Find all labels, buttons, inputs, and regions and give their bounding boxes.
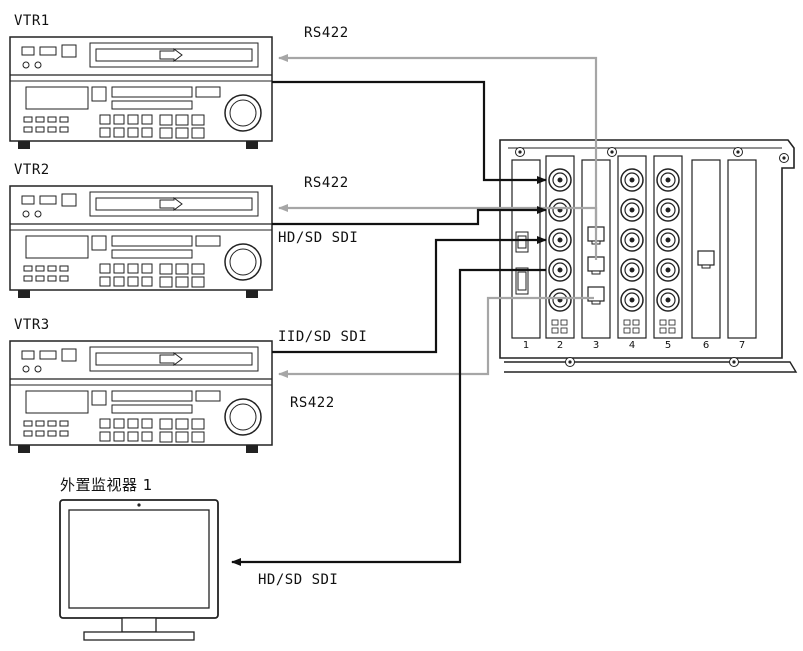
external-monitor [59,499,219,641]
slot-number: 7 [738,340,746,351]
slot-number: 6 [702,340,710,351]
rs422-line-1 [278,54,598,230]
sdi-line-1 [272,80,547,184]
vtr3-label: VTR3 [14,317,50,333]
sdi-label-vtr2: HD/SD SDI [278,230,359,246]
sdi-line-3 [272,236,547,354]
slot-number: 4 [628,340,636,351]
vtr3-device [9,340,273,454]
vtr1-label: VTR1 [14,13,50,29]
slot-number: 3 [592,340,600,351]
vtr2-device [9,185,273,299]
router-chassis [499,139,798,373]
rs422-line-3 [278,296,594,378]
sdi-label-vtr3: IID/SD SDI [278,329,368,345]
vtr2-label: VTR2 [14,162,50,178]
rs422-label-3: RS422 [290,395,335,411]
sdi-line-2 [272,206,547,226]
rs422-line-2 [278,204,598,260]
slot-number: 5 [664,340,672,351]
rs422-label-2: RS422 [304,175,349,191]
sdi-label-monitor: HD/SD SDI [258,572,339,588]
sdi-line-monitor [231,268,546,566]
monitor-label: 外置监视器 1 [60,476,153,494]
slot-number: 2 [556,340,564,351]
rs422-label-1: RS422 [304,25,349,41]
slot-number: 1 [522,340,530,351]
vtr1-device [9,36,273,150]
